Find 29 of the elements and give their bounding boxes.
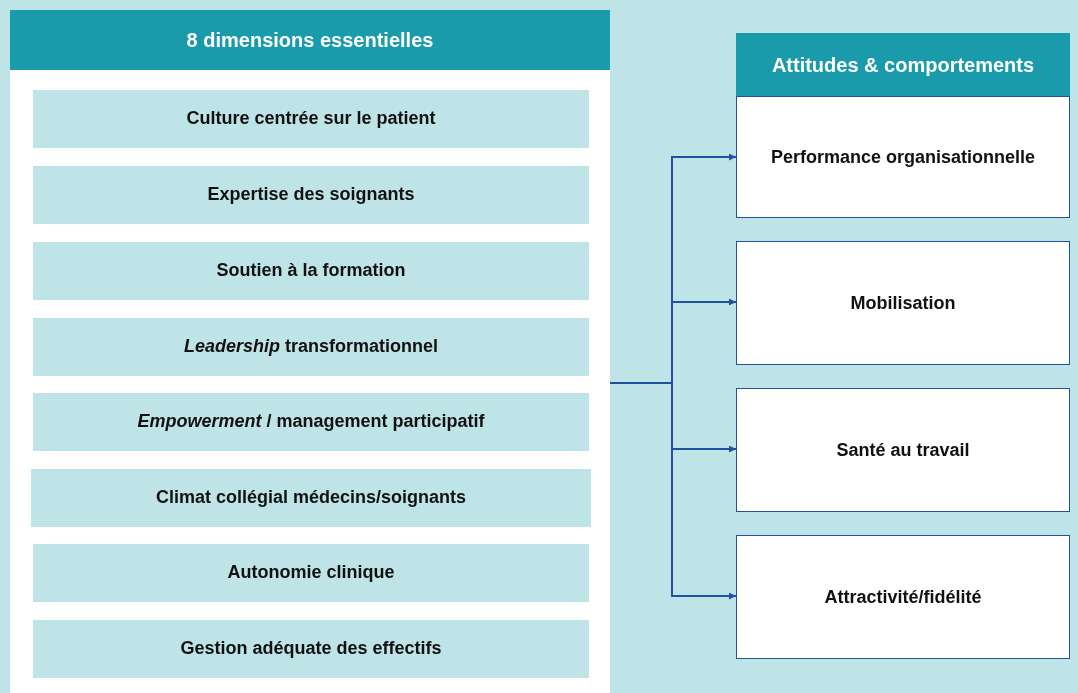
box-label: Expertise des soignants (207, 184, 415, 206)
box-label: Autonomie clinique (227, 562, 395, 584)
box-label: Culture centrée sur le patient (186, 108, 436, 130)
box-label: Mobilisation (850, 291, 956, 315)
dimension-box (33, 166, 589, 224)
box-label: Santé au travail (836, 438, 970, 462)
column-header (736, 33, 1070, 96)
dimension-box (33, 393, 589, 451)
box-label: Gestion adéquate des effectifs (180, 638, 442, 660)
outcome-box (736, 96, 1070, 218)
dimension-box (33, 544, 589, 602)
box-label: Performance organisationnelle (770, 145, 1036, 169)
dimension-box (31, 469, 591, 527)
arrow (609, 382, 737, 600)
dimensions-panel (10, 10, 610, 693)
box-label: Climat collégial médecins/soignants (155, 487, 467, 509)
box-label: Leadership transformationnel (183, 336, 439, 358)
box-label: Soutien à la formation (216, 260, 406, 282)
panel-title: 8 dimensions essentielles (10, 10, 610, 70)
outcome-box (736, 535, 1070, 659)
dimension-box (33, 242, 589, 300)
dimension-box (33, 318, 589, 376)
box-label: Attractivité/fidélité (824, 585, 982, 609)
dimension-box (33, 90, 589, 148)
outcome-box (736, 241, 1070, 365)
dimension-box (33, 620, 589, 678)
header-text: Attitudes & comportements (771, 52, 1035, 78)
outcome-box (736, 388, 1070, 512)
box-label: Empowerment / management participatif (137, 411, 485, 433)
